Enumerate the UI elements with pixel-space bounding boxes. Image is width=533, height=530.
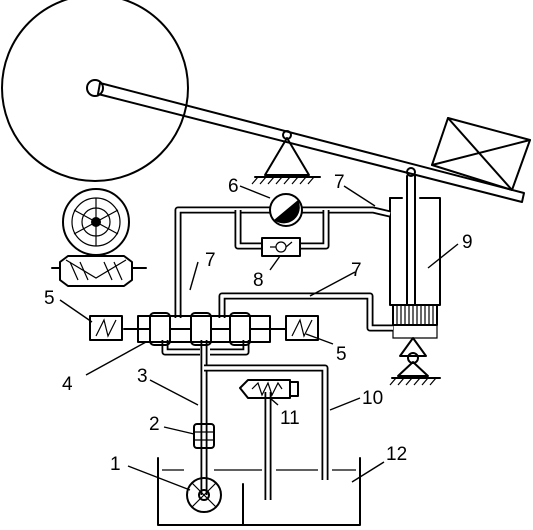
pipelines: [161, 206, 393, 500]
solenoid-right: [285, 315, 319, 341]
label-5-left: 5: [44, 288, 55, 309]
label-1: 1: [110, 454, 121, 475]
label-2: 2: [149, 414, 160, 435]
counterweight-box: [431, 117, 531, 191]
motor-illustration: [51, 188, 147, 287]
directional-valve-block: [123, 312, 287, 346]
label-7-top: 7: [334, 172, 345, 193]
label-7-right: 7: [351, 260, 362, 281]
filter-2: [193, 423, 215, 449]
pump-1: [186, 477, 244, 526]
leader-lines: [59, 185, 459, 491]
label-9: 9: [462, 232, 473, 253]
label-8: 8: [253, 270, 264, 291]
label-7-left: 7: [205, 250, 216, 271]
hydraulic-cylinder: [389, 167, 441, 339]
solenoid-left: [89, 315, 123, 341]
check-valve-8: [261, 237, 301, 257]
part-labels: 6 7 7 8 7 9 5 5 4 3 2 1 11 10 12: [44, 172, 473, 475]
beam-pivot-support: [251, 130, 321, 185]
flywheel: [1, 0, 189, 182]
label-12: 12: [386, 444, 407, 465]
cylinder-base-support: [389, 337, 441, 386]
label-5-right: 5: [336, 344, 347, 365]
label-11: 11: [280, 408, 300, 429]
label-10: 10: [362, 388, 383, 409]
label-6: 6: [228, 176, 239, 197]
oil-tank: [157, 457, 361, 526]
label-3: 3: [137, 366, 148, 387]
label-4: 4: [62, 374, 73, 395]
walking-beam: [97, 82, 525, 203]
control-valve-6: [269, 193, 303, 227]
relief-valve-11: [239, 379, 299, 399]
